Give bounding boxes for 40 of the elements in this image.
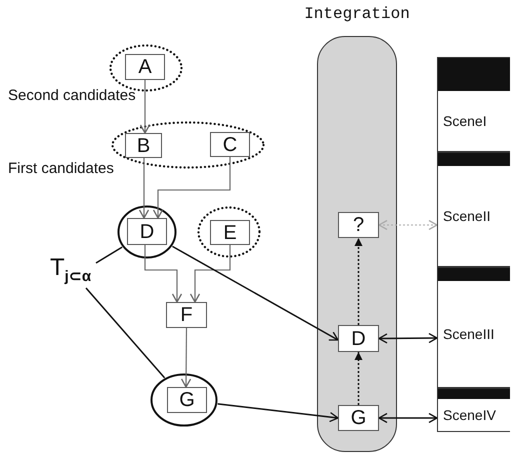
scene-label: SceneIV [443, 407, 497, 423]
scene-label: SceneIII [443, 326, 496, 342]
arrow [144, 245, 182, 303]
scene-panel [437, 388, 510, 432]
arrow [354, 238, 362, 325]
arrow [180, 328, 192, 388]
arrow [138, 158, 150, 219]
node-box: A [125, 54, 165, 80]
node-box: E [210, 220, 250, 245]
node-box: G [167, 387, 207, 413]
leader-line [96, 246, 123, 264]
group-label: Second candidates [8, 87, 136, 104]
node-box: C [210, 132, 250, 157]
node-box: D [338, 325, 379, 352]
group-ellipse [117, 205, 177, 259]
formula-label: T$_{j⊂α}$ [50, 252, 96, 288]
arrow [172, 246, 339, 341]
arrow [354, 352, 362, 405]
arrow [218, 403, 339, 422]
dotted-group-ellipse [197, 206, 261, 258]
arrow [140, 80, 150, 134]
scene-panel [437, 152, 510, 267]
leader-line [85, 288, 166, 378]
node-box: G [338, 405, 379, 431]
arrow [378, 412, 438, 424]
arrow [190, 245, 231, 303]
group-label: First candidates [8, 160, 114, 177]
arrow [152, 157, 231, 219]
scene-label: SceneI [443, 113, 488, 129]
scene-label: SceneII [443, 208, 492, 224]
scene-panel [437, 57, 510, 152]
node-box: B [125, 133, 162, 158]
node-box: ? [338, 212, 379, 238]
node-box: F [166, 302, 207, 328]
scene-panel [437, 267, 510, 388]
node-box: D [127, 218, 167, 245]
arrow [378, 220, 438, 230]
arrow [378, 332, 438, 344]
column-title: Integration [304, 5, 410, 23]
group-ellipse [150, 373, 218, 427]
